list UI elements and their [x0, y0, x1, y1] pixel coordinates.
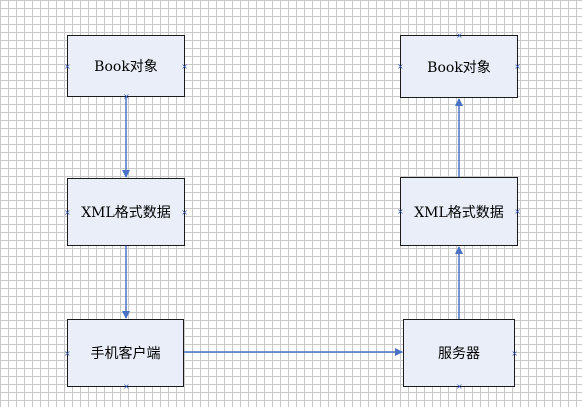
connection-handle: ×	[397, 207, 404, 216]
node-client-label: 手机客户端	[90, 346, 161, 362]
connection-handle: ×	[64, 62, 71, 71]
node-xml-right-label: XML格式数据	[414, 204, 504, 221]
connection-handle: ×	[456, 31, 463, 40]
node-book-right-label: Book对象	[427, 59, 491, 76]
connection-handle: ×	[514, 207, 521, 216]
connection-handle: ×	[181, 208, 188, 217]
connection-handle: ×	[123, 382, 130, 391]
node-book-right[interactable]: Book对象 × × ×	[397, 31, 521, 98]
connection-handle: ×	[456, 382, 463, 391]
connection-handle: ×	[397, 62, 404, 71]
node-server[interactable]: 服务器 × ×	[403, 319, 518, 391]
node-xml-right[interactable]: XML格式数据 × ×	[397, 177, 521, 246]
connection-handle: ×	[511, 349, 518, 358]
connection-handle: ×	[123, 92, 130, 101]
connection-handle: ×	[181, 62, 188, 71]
node-xml-left-label: XML格式数据	[81, 205, 171, 221]
connection-handle: ×	[64, 349, 71, 358]
node-xml-left[interactable]: XML格式数据 × ×	[64, 178, 188, 246]
node-book-left[interactable]: Book对象 × × ×	[64, 35, 188, 101]
connection-handle: ×	[514, 62, 521, 71]
connection-handle: ×	[64, 208, 71, 217]
node-server-label: 服务器	[438, 346, 480, 362]
node-client[interactable]: 手机客户端 × ×	[64, 319, 184, 391]
node-book-left-label: Book对象	[94, 59, 158, 75]
